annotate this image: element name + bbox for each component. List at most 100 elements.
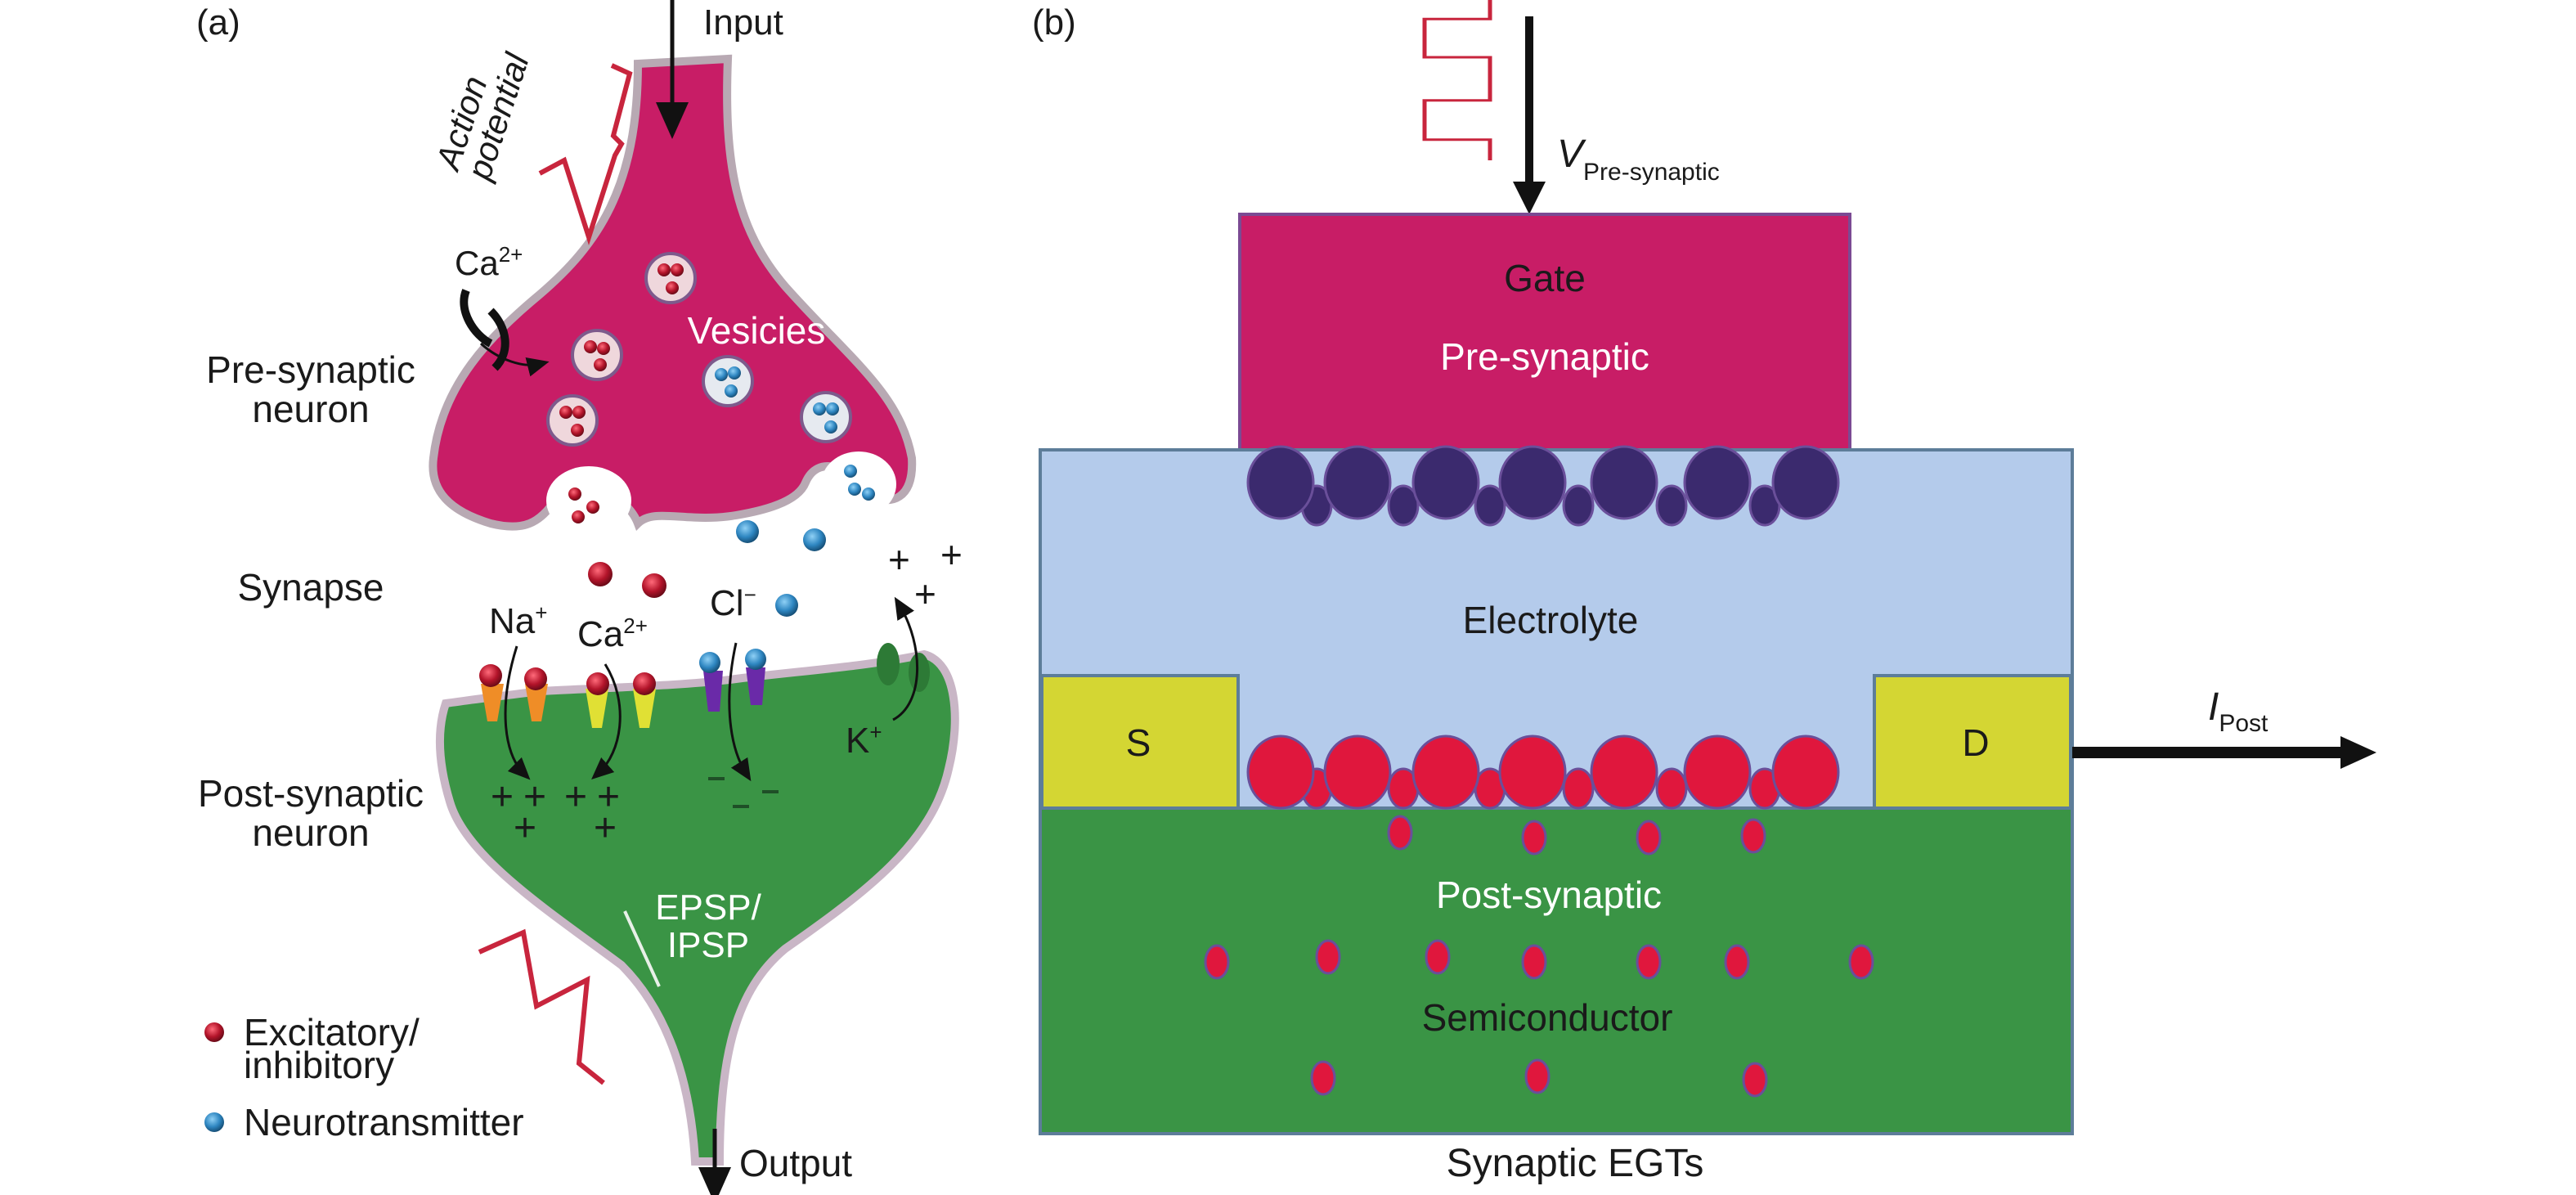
cl-receptor: [746, 667, 765, 705]
na-ion-label: Na+: [489, 600, 547, 641]
panel-b: (b) VPre-synaptic Gate Pre-synaptic Elec…: [1032, 0, 2376, 1185]
legend-excitatory-swatch: [204, 1022, 224, 1042]
charge-carrier: [1636, 944, 1662, 980]
panel-b-label: (b): [1032, 2, 1076, 43]
action-potential-spike-icon: [538, 63, 633, 245]
cation: [1771, 735, 1840, 810]
panel-a-label: (a): [196, 2, 240, 43]
action-potential-spike-icon: [478, 928, 605, 1085]
ca-receptor: [633, 689, 656, 728]
na-receptor: [481, 684, 504, 721]
cl-influx-arrow: [728, 642, 752, 782]
cation: [1411, 735, 1480, 810]
input-label: Input: [703, 2, 783, 43]
i-post-label: IPost: [2208, 685, 2269, 737]
cation: [1562, 767, 1595, 810]
charge-carrier: [1740, 818, 1766, 854]
charge-carrier: [1724, 944, 1750, 980]
charge-carrier: [1742, 1062, 1768, 1098]
svg-text:+: +: [514, 806, 536, 850]
source-electrode: [1040, 674, 1240, 810]
k-ion-label: K+: [846, 720, 882, 761]
gate-voltage-arrowhead: [1513, 182, 1546, 214]
v-presynaptic-label: VPre-synaptic: [1557, 133, 1720, 186]
post-synaptic-label-line1: Post-synaptic: [198, 772, 424, 815]
plus-sign: +: [940, 533, 963, 576]
ca-ion-label-top: Ca2+: [455, 242, 523, 282]
ca-receptor: [586, 689, 608, 728]
signal-flow-arrow: [623, 910, 661, 987]
ca-ion-label-bottom: Ca2+: [577, 613, 648, 654]
charge-carrier: [1387, 815, 1413, 851]
caption-synaptic-egts: Synaptic EGTs: [1447, 1142, 1704, 1185]
charge-carrier: [1521, 944, 1547, 980]
cation-layer: [1246, 735, 1840, 810]
positive-charges: ++++ ++: [491, 775, 620, 850]
anion: [1411, 445, 1480, 520]
plus-sign: +: [914, 573, 936, 615]
vesicle-excitatory: [571, 329, 623, 381]
drain-label: D: [1962, 721, 1989, 764]
vesicles: [546, 252, 852, 447]
svg-text:+: +: [523, 775, 546, 819]
semiconductor-layer: [1039, 806, 2074, 1135]
vesicle-neurotransmitter: [800, 391, 852, 443]
post-synaptic-neuron-shape: [436, 649, 959, 1166]
cation: [1498, 735, 1567, 810]
anion: [1655, 484, 1688, 527]
semiconductor-label: Semiconductor: [1422, 996, 1673, 1039]
post-synaptic-label: Post-synaptic: [1436, 874, 1662, 916]
anion: [1562, 484, 1595, 527]
epsp-label: EPSP/: [655, 887, 761, 928]
output-label: Output: [739, 1142, 852, 1184]
svg-text:+: +: [564, 775, 587, 819]
charge-carrier: [1310, 1060, 1336, 1096]
vesicles-label: Vesicies: [688, 309, 826, 352]
anion: [1474, 484, 1506, 527]
charge-carrier: [1848, 944, 1874, 980]
ca-influx-arrow: [479, 342, 550, 377]
charge-carrier: [1524, 1058, 1551, 1094]
gate-label: Gate: [1504, 257, 1586, 299]
legend-excitatory-line1: Excitatory/: [244, 1011, 420, 1053]
ipsp-label: IPSP: [667, 925, 749, 965]
legend-neurotransmitter: Neurotransmitter: [244, 1101, 524, 1143]
release-pocket: [546, 466, 631, 535]
drain-electrode: [1873, 674, 2072, 810]
pre-synaptic-label-line1: Pre-synaptic: [206, 348, 415, 391]
anion: [1323, 445, 1392, 520]
anion: [1590, 445, 1658, 520]
legend: Excitatory/ inhibitory Neurotransmitter: [204, 1011, 524, 1143]
plus-sign: +: [888, 538, 910, 581]
vesicle-excitatory: [644, 252, 697, 304]
charge-carrier: [1521, 820, 1547, 856]
legend-neurotransmitter-swatch: [204, 1112, 224, 1132]
pre-synaptic-label-line2: neuron: [252, 388, 369, 430]
negative-charges: [708, 777, 779, 808]
charge-carrier: [1425, 939, 1451, 975]
gate-pre-synaptic-label: Pre-synaptic: [1440, 335, 1649, 378]
ca-channel-icon: [487, 308, 509, 371]
svg-text:+: +: [597, 775, 620, 819]
svg-text:+: +: [491, 775, 514, 819]
receptors: [479, 643, 930, 728]
anion: [1246, 445, 1315, 520]
released-transmitters: [568, 465, 875, 617]
post-current-arrowhead: [2340, 736, 2376, 769]
legend-excitatory-line2: inhibitory: [244, 1044, 394, 1086]
ca-influx-arrow: [591, 663, 622, 780]
charge-carrier: [1204, 944, 1230, 980]
square-wave-icon: [1422, 0, 1492, 161]
source-label: S: [1126, 721, 1151, 764]
na-influx-arrow: [504, 645, 531, 780]
cation: [1323, 735, 1392, 810]
charge-carrier: [1315, 939, 1341, 975]
ca-channel-icon: [460, 289, 493, 348]
action-potential-label: Action potential: [428, 47, 536, 186]
anion: [1683, 445, 1752, 520]
k-efflux-arrow: [892, 596, 918, 721]
vesicle-excitatory: [546, 394, 599, 447]
svg-text:+: +: [594, 806, 617, 850]
anion: [1771, 445, 1840, 520]
